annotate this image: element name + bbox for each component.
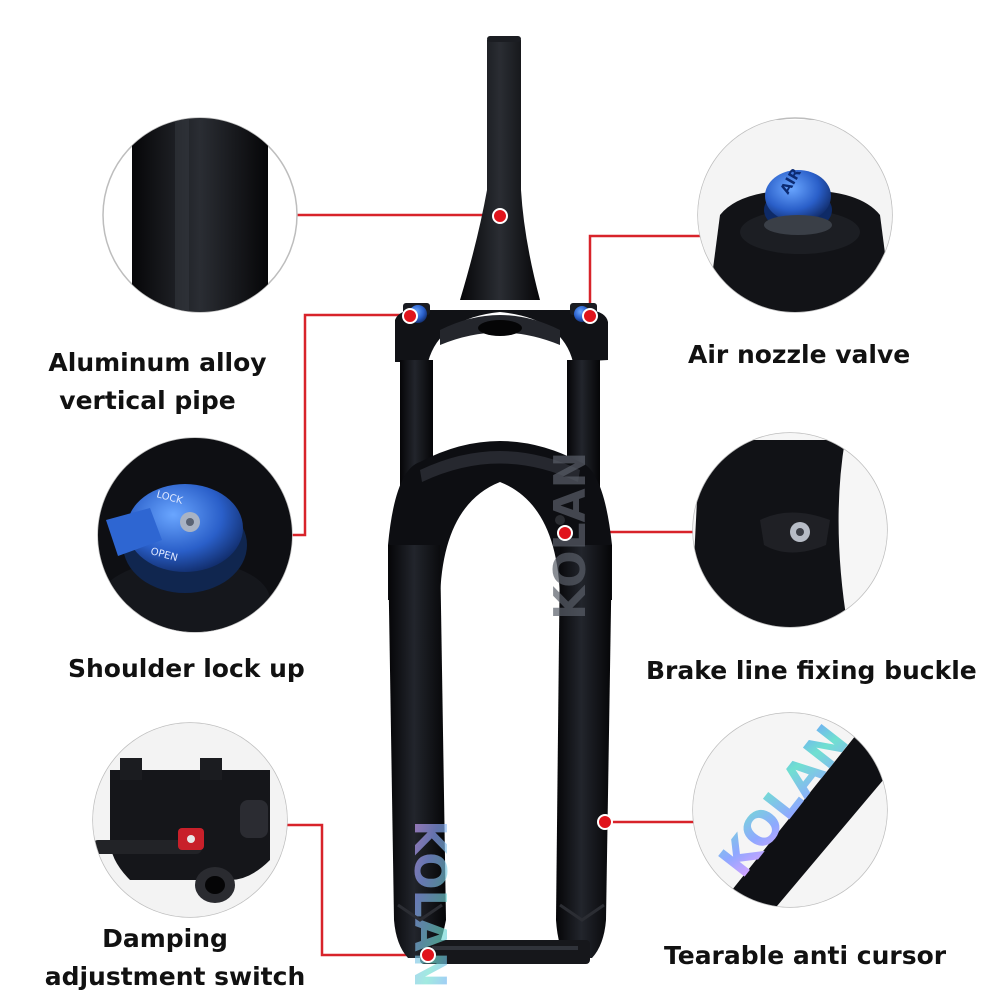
label-shoulder-lock: Shoulder lock up <box>68 654 305 683</box>
detail-shoulder-lock: LOCK OPEN <box>97 437 293 633</box>
detail-brake-buckle <box>692 432 888 628</box>
detail-air-valve: AIR <box>697 117 893 313</box>
dot-anti-cursor <box>597 814 613 830</box>
steerer-tube <box>460 40 540 300</box>
line-shoulder-lock <box>290 313 410 537</box>
suspension-fork: KOLAN KOLAN <box>388 36 612 988</box>
left-lower-leg <box>388 545 446 958</box>
fork-arch <box>388 441 612 600</box>
line-air-valve <box>588 234 700 315</box>
detail-anti-cursor: KOLAN <box>692 712 888 908</box>
detail-vertical-pipe <box>102 117 298 313</box>
dot-brake-buckle <box>557 525 573 541</box>
dot-shoulder-lock <box>402 308 418 324</box>
leg-brand-left: KOLAN <box>404 820 455 988</box>
label-vertical-pipe: Aluminum alloy vertical pipe <box>30 344 285 420</box>
right-lower-leg <box>556 545 612 958</box>
line-damping <box>280 823 430 957</box>
dot-vertical-pipe <box>492 208 508 224</box>
crown <box>395 310 608 362</box>
callout-dots <box>402 208 613 963</box>
label-damping: Damping adjustment switch <box>40 920 310 996</box>
dot-damping <box>420 947 436 963</box>
label-damping-line2: adjustment switch <box>44 962 306 991</box>
label-vertical-pipe-line1: Aluminum alloy <box>48 348 267 377</box>
dot-air-valve <box>582 308 598 324</box>
line-vertical-pipe <box>297 213 502 230</box>
label-vertical-pipe-line2: vertical pipe <box>59 386 236 415</box>
label-anti-cursor: Tearable anti cursor <box>664 941 947 970</box>
detail-damping <box>92 722 288 918</box>
label-damping-line1: Damping <box>102 924 228 953</box>
label-air-valve: Air nozzle valve <box>688 340 911 369</box>
label-brake-buckle: Brake line fixing buckle <box>646 656 977 685</box>
